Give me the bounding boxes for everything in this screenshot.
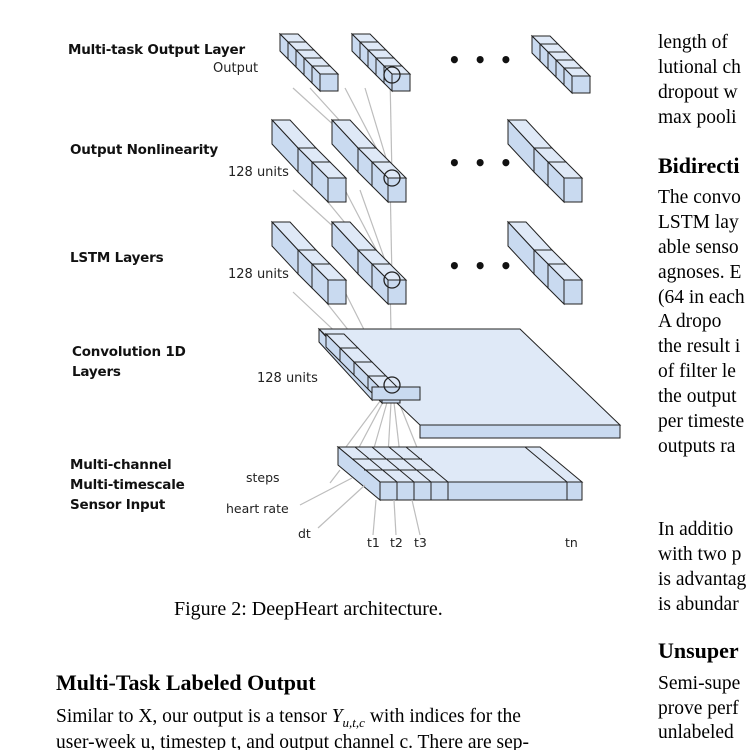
- body-line-1: Similar to X, our output is a tensor Yu,…: [56, 705, 616, 735]
- lstm-strip-1-cell-2-front: [327, 279, 347, 305]
- unit-label-nonlinearity: 128 units: [228, 165, 289, 180]
- nl-strip-1-cell-2-front: [327, 177, 347, 203]
- input-grid-col-1: [371, 446, 415, 483]
- axis-label-steps: steps: [246, 470, 280, 485]
- layer-label-conv: Convolution 1D Layers: [72, 344, 186, 380]
- nl-strip-2-cell-2-front: [387, 177, 407, 203]
- figure-caption: Figure 2: DeepHeart architecture.: [174, 598, 443, 620]
- layer-label-input: Multi-channel Multi-timescale Sensor Inp…: [70, 457, 185, 513]
- body-line-1-suffix: with indices for the: [364, 706, 521, 727]
- nl-strip-3-cell-2-front: [563, 177, 583, 203]
- nl-strip-1-cell-2-side: [311, 160, 329, 204]
- ellipsis-lstm: • • •: [448, 254, 516, 278]
- lstm-strip-3-cell-2-front: [563, 279, 583, 305]
- input-grid-col-2: [388, 446, 432, 483]
- right-line-top-0: length of: [658, 32, 728, 53]
- axis-line-heart-rate: [299, 477, 353, 506]
- right-line-low-0: In additio: [658, 519, 734, 540]
- input-grid-col-3: [405, 446, 449, 483]
- right-line-top-3: max pooli: [658, 107, 737, 128]
- conn-nl-out-d: [389, 75, 393, 179]
- right-line-mid-6: the result i: [658, 336, 741, 357]
- nl-strip-2-cell-2-side: [371, 160, 389, 204]
- axis-line-steps: [329, 469, 341, 484]
- right-heading-2: Unsuper: [658, 638, 739, 663]
- layer-label-nonlinearity: Output Nonlinearity: [70, 142, 219, 158]
- input-slab-front: [379, 481, 583, 501]
- body-line-1-prefix: Similar to X, our output is a tensor: [56, 706, 332, 727]
- right-line-mid-2: able senso: [658, 237, 739, 258]
- right-line-mid-1: LSTM lay: [658, 212, 739, 233]
- layer-label-lstm: LSTM Layers: [70, 250, 164, 266]
- right-line-mid-0: The convo: [658, 187, 741, 208]
- right-heading-1: Bidirecti: [658, 153, 740, 178]
- axis-line-dt: [317, 484, 366, 529]
- math-Y: Y: [331, 706, 343, 727]
- section-title: Multi-Task Labeled Output: [56, 670, 316, 695]
- right-line-low-3: is abundar: [658, 594, 739, 615]
- right-line-mid-5: A dropo: [658, 311, 722, 332]
- right-line-bottom-1: prove perf: [658, 698, 739, 719]
- unit-label-output: Output: [213, 61, 259, 76]
- axis-line-t2: [393, 499, 397, 536]
- axis-line-t3: [411, 499, 421, 536]
- nl-strip-3-cell-2-side: [547, 160, 565, 204]
- lstm-strip-1-cell-2-side: [311, 262, 329, 306]
- ellipsis-nonlinearity: • • •: [448, 151, 516, 175]
- lstm-strip-2-cell-2-side: [371, 262, 389, 306]
- architecture-diagram: [270, 32, 622, 536]
- layer-label-output: Multi-task Output Layer: [68, 42, 245, 58]
- unit-label-lstm: 128 units: [228, 267, 289, 282]
- right-line-mid-4: (64 in each: [658, 287, 745, 308]
- time-label-t2: t2: [390, 535, 403, 550]
- right-line-mid-10: outputs ra: [658, 436, 736, 457]
- time-label-tn: tn: [565, 535, 578, 550]
- right-line-low-2: is advantag: [658, 569, 747, 590]
- focus-circle-1: [383, 169, 401, 187]
- output-strip-3-cell-4-front: [571, 75, 591, 94]
- focus-circle-0: [383, 66, 401, 84]
- output-strip-3-cell-4-side: [563, 66, 573, 95]
- focus-circle-2: [383, 271, 401, 289]
- right-line-low-1: with two p: [658, 544, 742, 565]
- right-line-mid-7: of filter le: [658, 361, 736, 382]
- conv-slab-front-right: [419, 424, 621, 439]
- right-line-top-1: lutional ch: [658, 57, 741, 78]
- axis-label-dt: dt: [298, 526, 311, 541]
- axis-line-t1: [372, 499, 377, 536]
- input-grid-col-0: [354, 446, 398, 483]
- lstm-strip-3-cell-2-side: [547, 262, 565, 306]
- right-line-mid-9: per timeste: [658, 411, 745, 432]
- right-line-top-2: dropout w: [658, 82, 738, 103]
- time-label-t1: t1: [367, 535, 380, 550]
- math-subscript: u,t,c: [342, 714, 365, 730]
- lstm-strip-2-cell-2-front: [387, 279, 407, 305]
- output-strip-1-cell-4-side: [311, 64, 321, 93]
- axis-label-heart-rate: heart rate: [226, 501, 289, 516]
- unit-label-conv: 128 units: [257, 371, 318, 386]
- right-line-mid-3: agnoses. E: [658, 262, 742, 283]
- output-strip-1-cell-4-front: [319, 73, 339, 92]
- right-line-mid-8: the output: [658, 386, 737, 407]
- right-line-bottom-0: Semi-supe: [658, 673, 741, 694]
- body-line-2: user-week u, timestep t, and output chan…: [56, 732, 530, 750]
- ellipsis-output: • • •: [448, 48, 516, 72]
- time-label-t3: t3: [414, 535, 427, 550]
- focus-circle-3: [383, 376, 401, 394]
- conv-front-left: [371, 386, 421, 401]
- right-line-bottom-2: unlabeled: [658, 722, 734, 743]
- input-grid-col-4: [524, 446, 568, 483]
